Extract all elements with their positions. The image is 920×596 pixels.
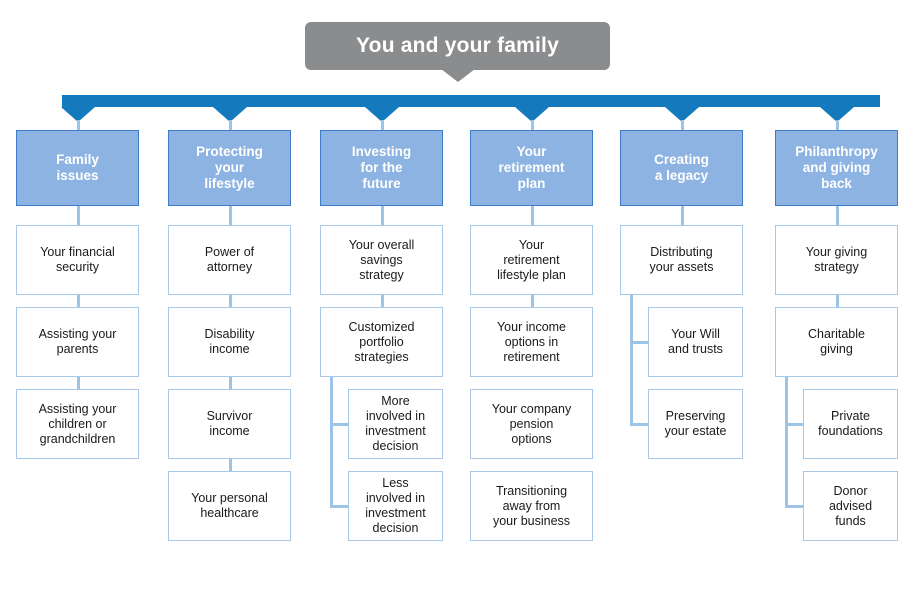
connector-family-issues-0-1 [76,295,80,307]
bus-arrow-family-issues [60,107,95,122]
connector-header-to-node-your-retirement-plan [530,206,534,225]
connector-header-to-node-family-issues [76,206,80,225]
connector-header-to-node-creating-a-legacy [680,206,684,225]
connector-family-issues-1-2 [76,377,80,389]
connector-protecting-your-lifestyle-0-1 [228,295,232,307]
branch-spine-philanthropy-and-giving-back [785,377,788,506]
connector-header-to-node-protecting-your-lifestyle [228,206,232,225]
branch-stub-philanthropy-and-giving-back-3 [785,505,803,508]
branch-stub-philanthropy-and-giving-back-2 [785,423,803,426]
bus-drop-investing-for-the-future [380,120,384,132]
root-title-bubble: You and your family [305,22,610,70]
bus-drop-family-issues [76,120,80,132]
branch-spine-investing-for-the-future [330,377,333,506]
bus-arrow-protecting-your-lifestyle [212,107,247,122]
root-title-tail-icon [441,69,475,82]
bus-arrow-philanthropy-and-giving-back [819,107,854,122]
bus-drop-philanthropy-and-giving-back [835,120,839,132]
connector-protecting-your-lifestyle-1-2 [228,377,232,389]
connector-your-retirement-plan-0-1 [530,295,534,307]
branch-spine-creating-a-legacy [630,295,633,424]
connector-philanthropy-and-giving-back-0-1 [835,295,839,307]
bus-drop-creating-a-legacy [680,120,684,132]
bus-drop-your-retirement-plan [530,120,534,132]
connector-header-to-node-philanthropy-and-giving-back [835,206,839,225]
bus-drop-protecting-your-lifestyle [228,120,232,132]
branch-stub-investing-for-the-future-2 [330,423,348,426]
root-title-text: You and your family [356,34,559,57]
branch-stub-creating-a-legacy-1 [630,341,648,344]
branch-stub-creating-a-legacy-2 [630,423,648,426]
distribution-bar [62,95,880,107]
bus-arrow-creating-a-legacy [664,107,699,122]
connector-investing-for-the-future-0-1 [380,295,384,307]
connector-header-to-node-investing-for-the-future [380,206,384,225]
connector-protecting-your-lifestyle-2-3 [228,459,232,471]
branch-stub-investing-for-the-future-3 [330,505,348,508]
bus-arrow-investing-for-the-future [364,107,399,122]
bus-arrow-your-retirement-plan [514,107,549,122]
